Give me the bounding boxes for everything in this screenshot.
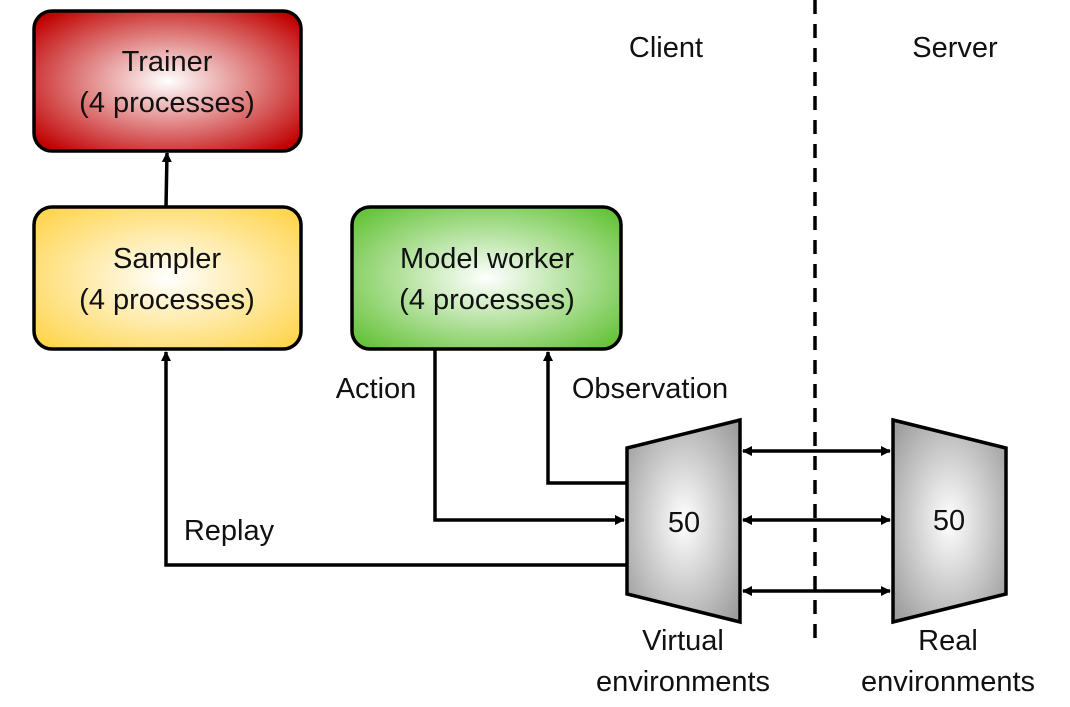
model-worker-box: Model worker (4 processes): [350, 205, 623, 351]
virtual-env-label-line2: environments: [596, 666, 770, 698]
client-section-label: Client: [629, 32, 703, 64]
real-env-label-line1: Real: [918, 625, 978, 657]
sampler-title: Sampler: [113, 243, 221, 275]
virtual-env-label-line1: Virtual: [642, 625, 724, 657]
server-section-label: Server: [912, 32, 998, 64]
replay-label: Replay: [184, 515, 275, 547]
sampler-to-trainer-arrow: [161, 152, 172, 208]
trainer-subtitle: (4 processes): [79, 87, 255, 119]
trainer-title: Trainer: [122, 46, 213, 78]
sampler-subtitle: (4 processes): [79, 284, 255, 316]
real-env-label-line2: environments: [861, 666, 1035, 698]
real-environments-block: 50: [891, 417, 1008, 625]
real-env-count: 50: [933, 505, 965, 537]
replay-arrow: [161, 351, 627, 567]
action-label: Action: [336, 373, 417, 405]
trainer-box: Trainer (4 processes): [32, 9, 303, 153]
virtual-environments-block: 50: [625, 417, 742, 625]
observation-arrow: [543, 351, 627, 485]
virtual-env-count: 50: [668, 507, 700, 539]
action-arrow: [433, 349, 625, 525]
sampler-box: Sampler (4 processes): [32, 205, 303, 351]
model-worker-title: Model worker: [400, 243, 574, 275]
observation-label: Observation: [572, 373, 728, 405]
model-worker-subtitle: (4 processes): [399, 284, 575, 316]
